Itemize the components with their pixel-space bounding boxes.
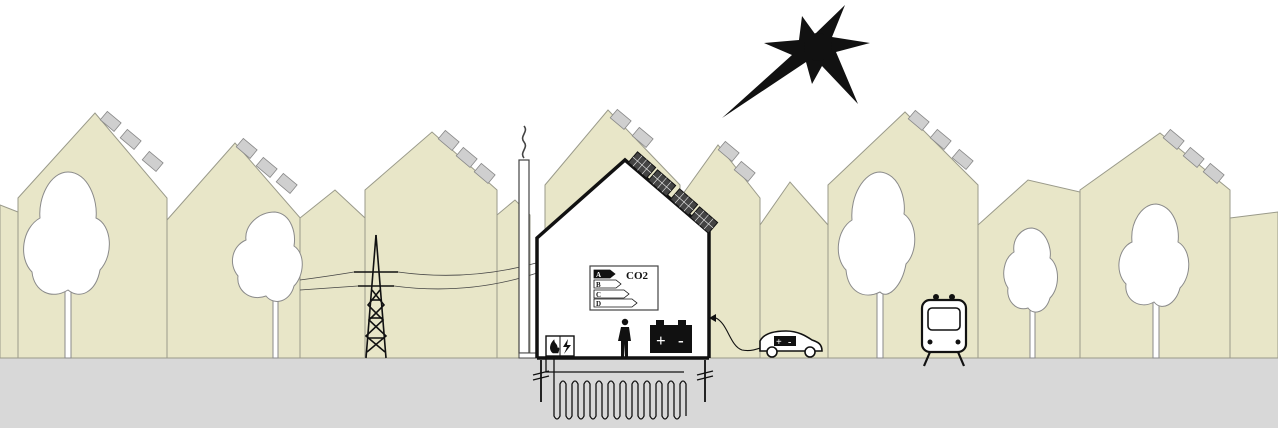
house-bg-4 (299, 189, 366, 359)
sun-icon (722, 5, 870, 118)
solar-panel-icon (647, 169, 677, 197)
house-bg-13 (1229, 211, 1278, 359)
tram-icon (920, 294, 968, 367)
rating-c-arrow: C (593, 289, 630, 299)
solar-panel-icon (1202, 162, 1225, 184)
solar-panel-icon (437, 129, 460, 151)
main-house (535, 157, 711, 360)
solar-panel-icon (141, 150, 164, 172)
ground-heat-loop (545, 356, 687, 420)
tree-icon (1003, 227, 1058, 359)
electric-car-icon: + - (759, 330, 823, 358)
ground (0, 358, 1278, 428)
solar-panel-icon (907, 109, 930, 131)
charging-socket (709, 314, 716, 322)
battery-icon: + - (650, 320, 692, 353)
solar-panel-icon (631, 126, 654, 148)
house-bg-1 (0, 204, 19, 359)
solar-panel-icon (1162, 128, 1185, 150)
battery-plus-label: + (656, 331, 666, 350)
rating-b-arrow: B (593, 279, 622, 289)
solar-panel-icon (929, 128, 952, 150)
tree-icon (837, 171, 916, 359)
solar-panel-icon (627, 151, 657, 179)
person-icon (618, 318, 631, 357)
trees (23, 171, 1190, 359)
solar-panel-icon (119, 128, 142, 150)
heating-unit (545, 335, 575, 357)
solar-panel-icon (951, 148, 974, 170)
solar-panel-icon (473, 162, 496, 184)
solar-panel-icon (275, 172, 298, 194)
solar-panel-icon (733, 160, 756, 182)
lightning-icon (563, 339, 571, 354)
battery-minus-label: - (678, 331, 684, 350)
solar-panel-icon (1182, 146, 1205, 168)
svg-text:A: A (596, 271, 601, 279)
svg-text:C: C (596, 291, 601, 299)
svg-text:D: D (596, 300, 601, 308)
main-solar-panels (627, 151, 719, 234)
rating-a-arrow: A (593, 269, 616, 279)
smoke-icon (521, 125, 527, 159)
tree-icon (23, 171, 110, 359)
energy-label: CO2 A B C D (589, 265, 659, 311)
solar-panel-icon (669, 188, 699, 216)
car-battery-plus-label: + (776, 337, 782, 348)
tree-icon (1118, 203, 1190, 359)
solar-panel-icon (717, 140, 740, 162)
power-pylon (354, 234, 398, 359)
background-solar-panels (99, 108, 1225, 194)
tree-icon (231, 211, 303, 359)
foundation (532, 360, 714, 402)
car-battery-minus-label: - (788, 337, 791, 348)
flame-icon (550, 339, 560, 354)
solar-panel-icon (689, 206, 719, 234)
svg-text:B: B (596, 281, 601, 289)
house-bg-5 (364, 131, 498, 359)
rating-d-arrow: D (593, 298, 638, 308)
co2-label: CO2 (626, 270, 649, 282)
solar-panel-icon (235, 137, 258, 159)
solar-panel-icon (455, 146, 478, 168)
solar-panel-icon (609, 108, 632, 130)
solar-panel-icon (255, 156, 278, 178)
solar-panel-icon (99, 110, 122, 132)
